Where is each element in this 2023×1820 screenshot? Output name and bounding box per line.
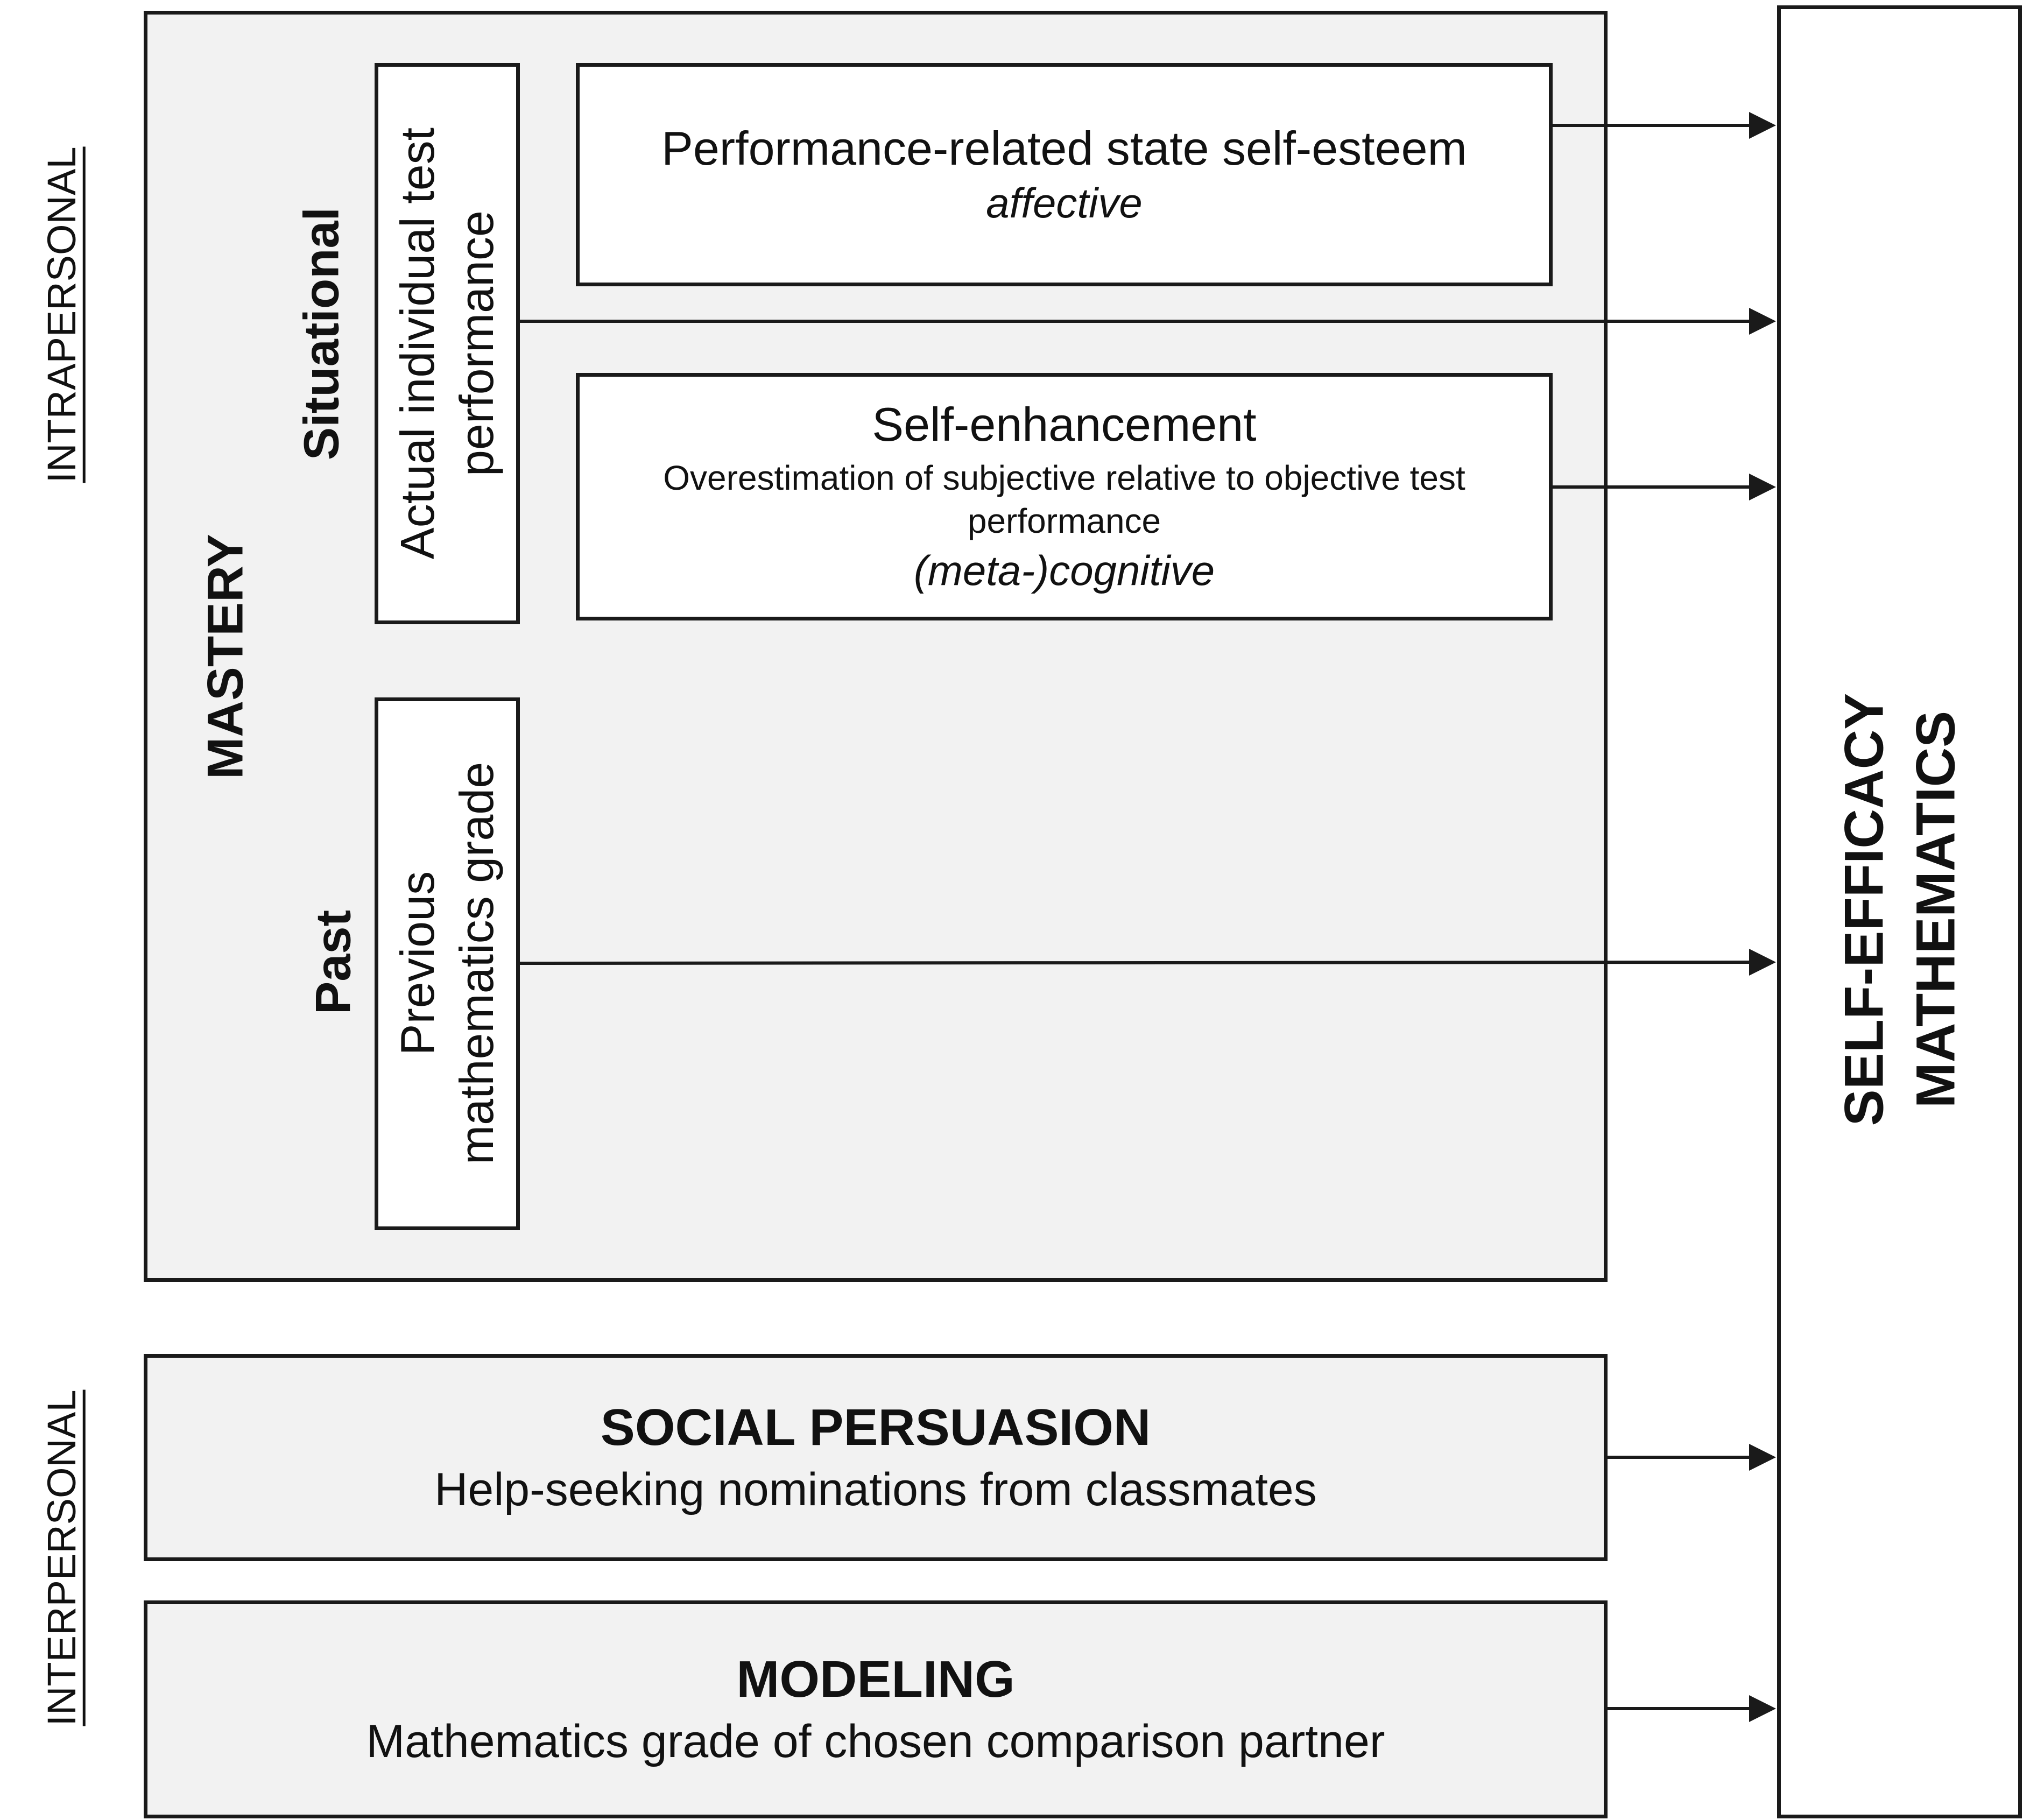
previous-grade-box (375, 697, 520, 1230)
arrowhead-6 (1749, 1695, 1776, 1722)
arrowhead-5 (1749, 1444, 1776, 1471)
self-enhancement-description: Overestimation of subjective relative to… (663, 458, 1465, 541)
state-self-esteem-box: Performance-related state self-esteem af… (576, 63, 1553, 286)
actual-performance-box (375, 63, 520, 624)
social-persuasion-description: Help-seeking nominations from classmates (434, 1463, 1317, 1515)
self-enhancement-box: Self-enhancement Overestimation of subje… (576, 373, 1553, 620)
arrowhead-2 (1749, 308, 1776, 335)
state-self-esteem-type: affective (986, 179, 1143, 227)
self-enhancement-title: Self-enhancement (872, 398, 1257, 452)
arrowhead-4 (1749, 949, 1776, 976)
self-enhancement-type: (meta-)cognitive (913, 547, 1215, 595)
modeling-description: Mathematics grade of chosen comparison p… (366, 1715, 1385, 1767)
arrowhead-3 (1749, 474, 1776, 500)
state-self-esteem-title: Performance-related state self-esteem (661, 121, 1467, 175)
arrow-previous-grade-to-self-efficacy (519, 961, 1750, 965)
modeling-box: MODELING Mathematics grade of chosen com… (144, 1600, 1608, 1818)
social-persuasion-title: SOCIAL PERSUASION (600, 1398, 1151, 1456)
arrowhead-1 (1749, 112, 1776, 139)
modeling-title: MODELING (736, 1650, 1015, 1708)
social-persuasion-box: SOCIAL PERSUASION Help-seeking nominatio… (144, 1354, 1608, 1561)
self-efficacy-box (1777, 5, 2022, 1818)
